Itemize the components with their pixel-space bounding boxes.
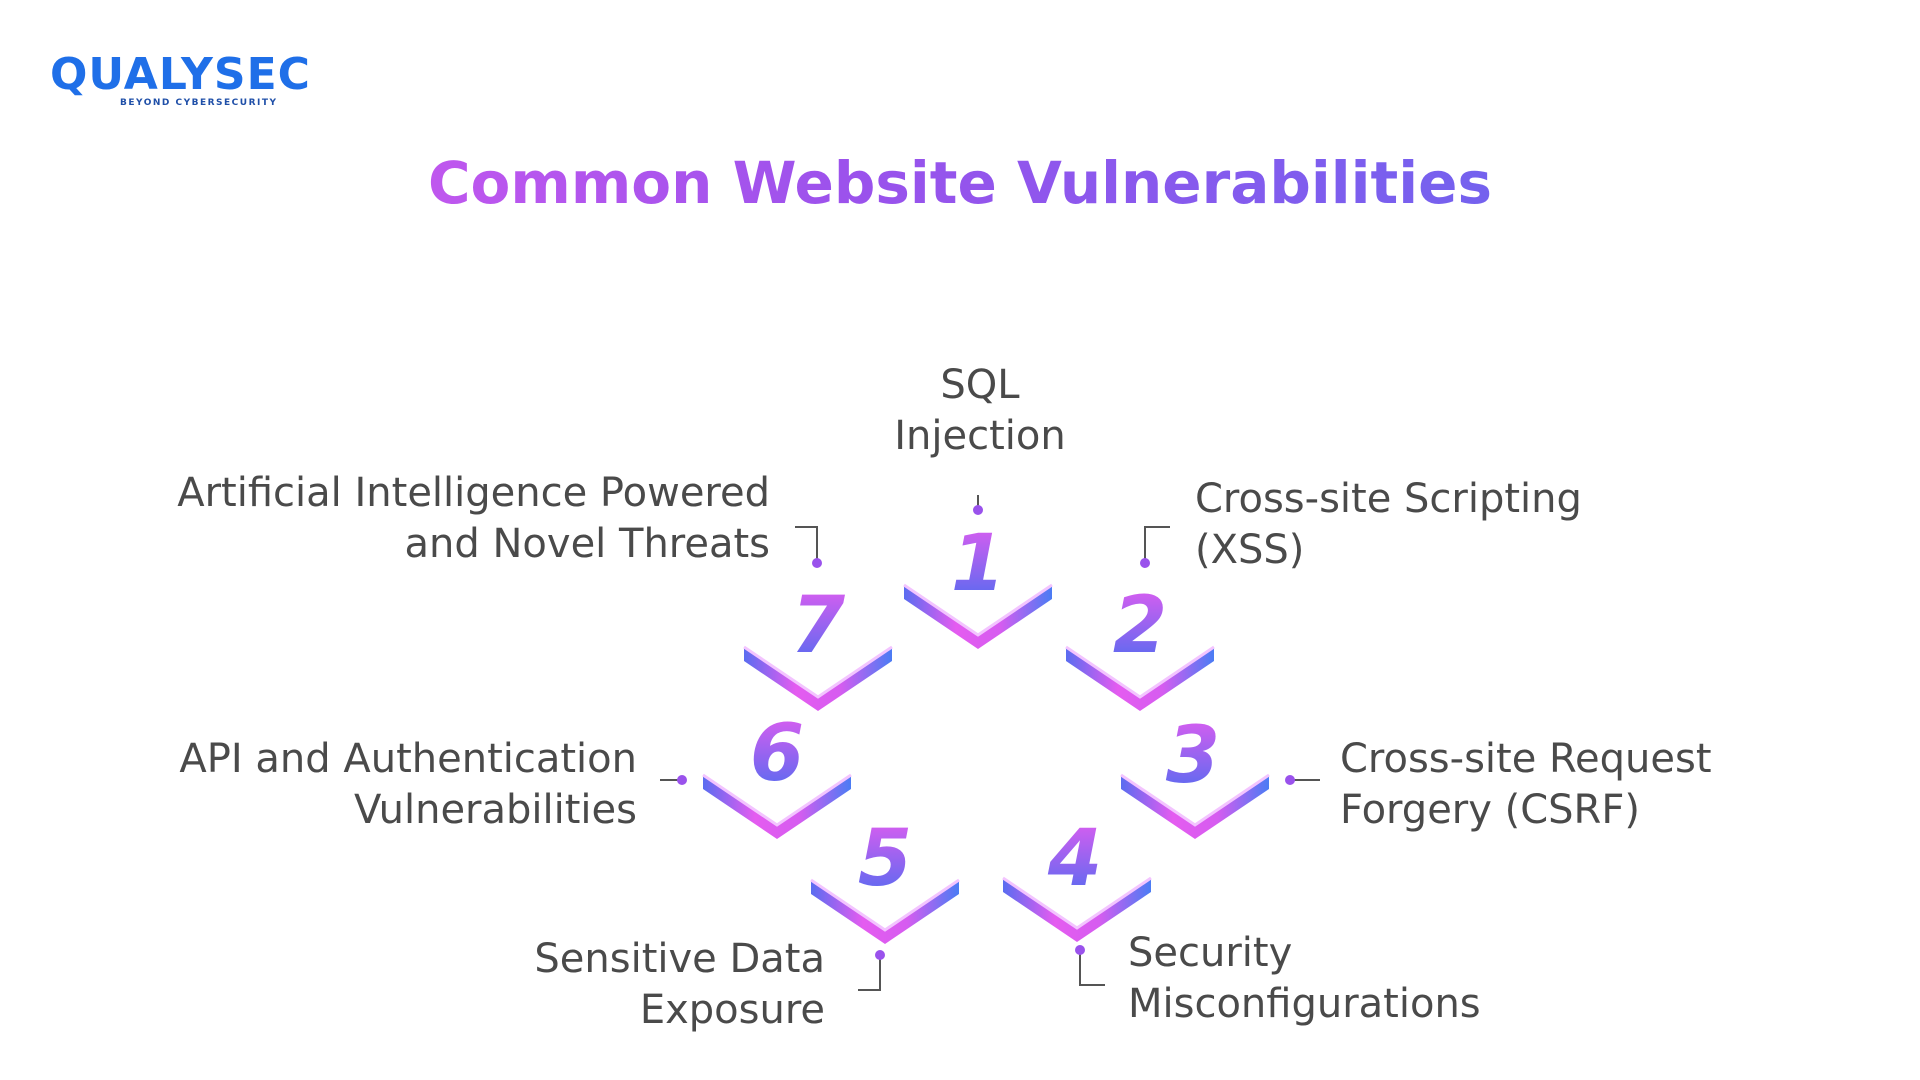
logo-wordmark: QUALYSEC [50,49,311,100]
connector-dot-1 [973,505,983,515]
step-number-4: 4 [1047,814,1102,904]
connector-line-4 [1079,950,1105,986]
chevron-highlight-4 [1002,876,1152,930]
connector-dot-6 [677,775,687,785]
chevron-highlight-3 [1120,773,1270,827]
chevron-highlight-7 [743,645,893,699]
logo-tagline: BEYOND CYBERSECURITY [120,98,278,108]
chevron-highlight-1 [903,583,1053,637]
chevron-highlight-2 [1065,645,1215,699]
connector-dot-2 [1140,558,1150,568]
page-title: Common Website Vulnerabilities [0,145,1920,221]
step-number-5: 5 [858,814,912,904]
step-number-6: 6 [750,709,804,799]
connector-dot-5 [875,950,885,960]
chevron-highlight-6 [702,773,852,827]
connector-line-2 [1144,526,1170,563]
connector-line-7 [795,526,818,563]
label-cross-site-scripting: Cross-site Scripting(XSS) [1195,476,1582,573]
connector-dot-3 [1285,775,1295,785]
step-number-1: 1 [951,519,1005,609]
step-number-7: 7 [791,581,846,671]
connector-dot-7 [812,558,822,568]
connector-dot-4 [1075,945,1085,955]
step-number-2: 2 [1113,581,1167,671]
qualysec-logo: QUALYSEC BEYOND CYBERSECURITY [50,50,310,110]
connector-line-5 [858,955,881,991]
chevron-highlight-5 [810,878,960,932]
step-number-3: 3 [1166,711,1220,801]
